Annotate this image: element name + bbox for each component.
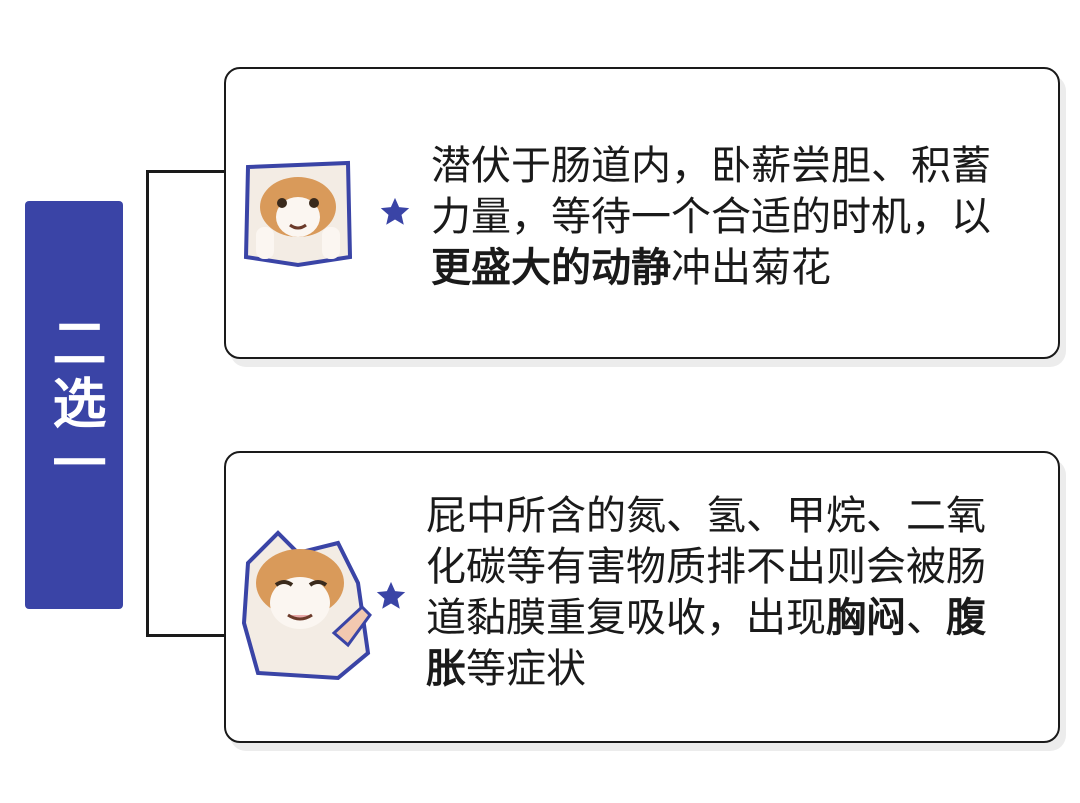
star-icon: [380, 197, 410, 225]
text-segment-bold: 腹胀: [426, 595, 986, 692]
option-label: 二选一: [43, 315, 106, 495]
connector-bracket: [146, 170, 224, 637]
option-label-box: 二选一: [25, 201, 123, 609]
cat-sticker-icon: [241, 530, 372, 681]
text-segment: 等症状: [466, 646, 586, 692]
option-card-1: 潜伏于肠道内，卧薪尝胆、积蓄力量，等待一个合适的时机，以更盛大的动静冲出菊花: [224, 67, 1060, 359]
text-segment: 潜伏于肠道内，卧薪尝胆、积蓄力量，等待一个合适的时机，以: [431, 143, 991, 240]
text-segment-bold: 胸闷: [826, 595, 906, 641]
card-2-text: 屁中所含的氮、氢、甲烷、二氧化碳等有害物质排不出则会被肠道黏膜重复吸收，出现胸闷…: [426, 491, 1016, 695]
card-1-text: 潜伏于肠道内，卧薪尝胆、积蓄力量，等待一个合适的时机，以更盛大的动静冲出菊花: [431, 141, 1021, 294]
text-segment: 屁中所含的氮、氢、甲烷、二氧化碳等有害物质排不出则会被肠道黏膜重复吸收，出现: [426, 493, 986, 641]
star-icon: [376, 581, 406, 609]
text-segment: 冲出菊花: [671, 245, 831, 291]
text-segment-bold: 更盛大的动静: [431, 245, 671, 291]
option-card-2: 屁中所含的氮、氢、甲烷、二氧化碳等有害物质排不出则会被肠道黏膜重复吸收，出现胸闷…: [224, 451, 1060, 743]
cat-sticker-icon: [243, 160, 353, 268]
text-segment: 、: [906, 595, 946, 641]
